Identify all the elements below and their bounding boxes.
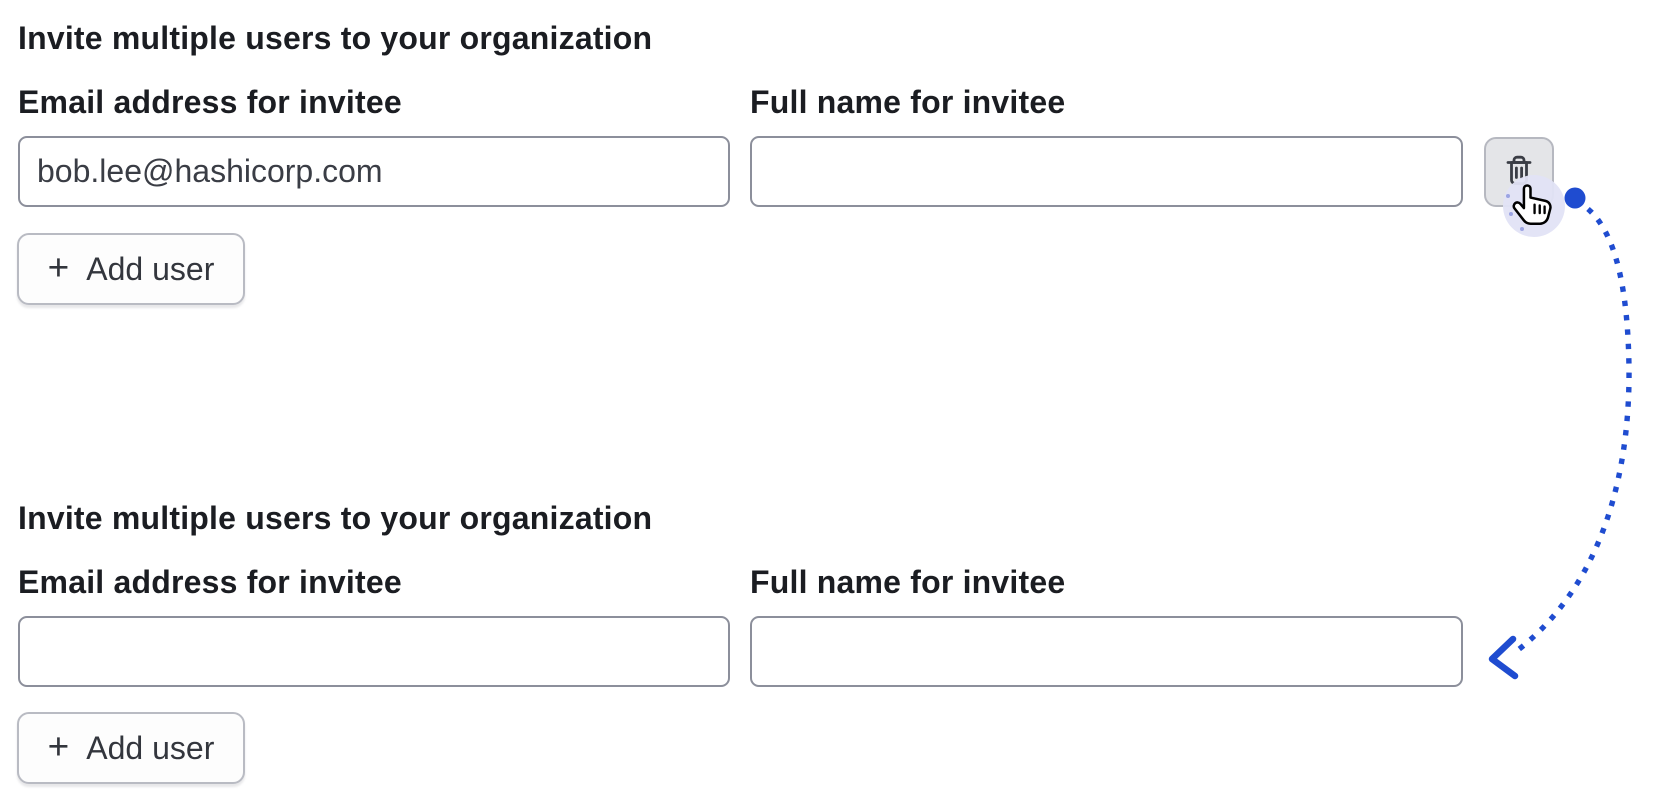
add-user-button[interactable]: + Add user: [17, 712, 245, 784]
section-heading: Invite multiple users to your organizati…: [18, 20, 653, 56]
section-heading: Invite multiple users to your organizati…: [18, 500, 653, 536]
add-user-button-label: Add user: [86, 729, 215, 766]
email-input[interactable]: [18, 616, 730, 687]
email-label: Email address for invitee: [18, 564, 402, 600]
full-name-input[interactable]: [750, 136, 1463, 207]
arrowhead-icon: [1488, 635, 1519, 680]
add-user-button-label: Add user: [86, 250, 215, 287]
annotation-start-dot: [1564, 187, 1586, 209]
dotted-arrow-path: [1516, 206, 1632, 653]
email-input[interactable]: [18, 136, 730, 207]
plus-icon: +: [47, 247, 70, 288]
full-name-label: Full name for invitee: [750, 84, 1066, 120]
full-name-label: Full name for invitee: [750, 564, 1066, 600]
click-ripple-dot: [1509, 212, 1513, 216]
plus-icon: +: [47, 726, 70, 767]
hand-pointer-cursor-icon: [1512, 184, 1552, 225]
add-user-button[interactable]: + Add user: [17, 233, 245, 305]
click-ripple-dot: [1506, 194, 1510, 198]
full-name-input[interactable]: [750, 616, 1463, 687]
email-label: Email address for invitee: [18, 84, 402, 120]
